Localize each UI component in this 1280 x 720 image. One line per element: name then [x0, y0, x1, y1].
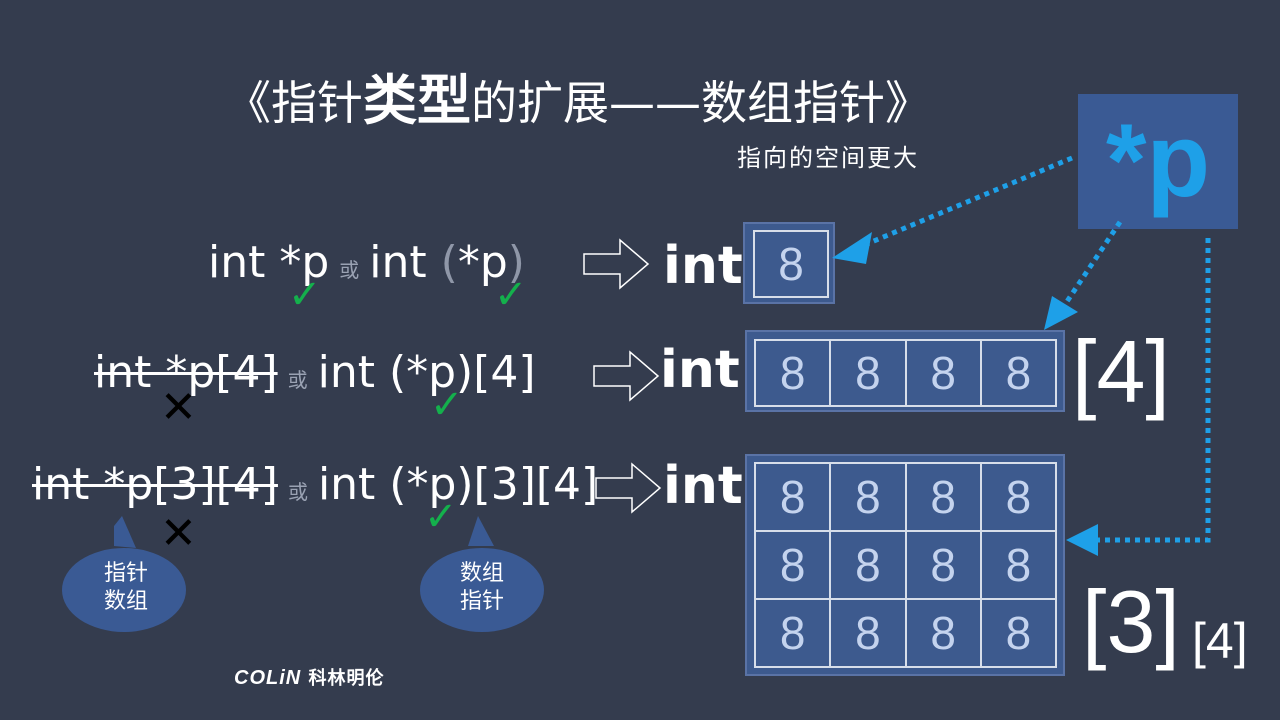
array4-grid: 8 8 8 8 [754, 339, 1057, 407]
array4-box: 8 8 8 8 [745, 330, 1065, 412]
cell: 8 [905, 599, 981, 667]
logo-brand: COLiN [234, 667, 302, 689]
row3-or: 或 [287, 480, 308, 504]
pointer-arrow-line [1061, 220, 1123, 308]
single-cell-grid: 8 [753, 230, 829, 298]
row3-int-label: int [663, 456, 743, 516]
row1-left: int *p [208, 237, 330, 288]
bubble-line: 数组 [459, 561, 504, 586]
cell: 8 [830, 340, 906, 406]
check-mark-icon: ✓ [424, 494, 458, 540]
row1-expression: int *p 或 int (*p) [208, 238, 525, 295]
speech-bubble-shape [420, 516, 544, 632]
row1-right-mid: *p [457, 237, 508, 288]
speech-bubble-shape [62, 516, 186, 632]
dim-4-label: [4] [1072, 322, 1170, 421]
cell: 8 [830, 599, 906, 667]
cross-mark-icon: ✕ [160, 508, 197, 559]
row1-paren-open: ( [440, 237, 458, 288]
row1-or: 或 [339, 258, 360, 282]
row3-left-struck: int *p[3][4] [32, 459, 278, 510]
dim-4-small-label: [4] [1192, 613, 1248, 669]
cell: 8 [980, 340, 1056, 406]
pointer-arrow-line [1098, 238, 1211, 543]
bubble-line: 数组 [103, 589, 148, 614]
title-open: 《指针 [225, 76, 363, 130]
array3x4-grid: 8 8 8 8 8 8 8 8 8 8 8 8 [754, 462, 1057, 668]
check-mark-icon: ✓ [288, 272, 322, 318]
arrow-head-icon [832, 232, 872, 264]
cross-mark-icon: ✕ [160, 382, 197, 433]
outline-arrow-icon [595, 462, 662, 514]
slide-title: 《指针类型的扩展——数组指针》 [225, 66, 985, 136]
cell: 8 [755, 531, 831, 599]
check-mark-icon: ✓ [430, 382, 464, 428]
brand-logo: COLiN 科林明伦 [234, 664, 385, 690]
cell: 8 [905, 340, 981, 406]
check-mark-icon: ✓ [494, 272, 528, 318]
bubble-line: 指针 [459, 589, 504, 614]
logo-cn: 科林明伦 [308, 668, 385, 689]
arrow-head-icon [1066, 524, 1098, 556]
title-close: 的扩展——数组指针》 [471, 76, 931, 130]
row1-int-label: int [663, 236, 743, 296]
outline-arrow-icon [583, 238, 650, 290]
cell: 8 [905, 463, 981, 531]
row2-expression: int *p[4] 或 int (*p)[4] [94, 348, 536, 405]
row1-right-prefix: int [369, 237, 441, 288]
cell: 8 [980, 599, 1056, 667]
cell: 8 [830, 463, 906, 531]
outline-arrow-icon [593, 350, 660, 402]
subtitle: 指向的空间更大 [737, 144, 919, 172]
bubble-array-pointer: 数组 指针 [444, 560, 520, 616]
title-bold: 类型 [363, 69, 471, 132]
row2-or: 或 [287, 368, 308, 392]
arrow-head-icon [1044, 296, 1078, 330]
row2-left-struck: int *p[4] [94, 347, 278, 398]
cell: 8 [755, 463, 831, 531]
pointer-arrow-line [861, 155, 1073, 249]
single-int-box: 8 [743, 222, 835, 304]
cell: 8 [980, 463, 1056, 531]
pointer-p-box: *p [1078, 94, 1238, 229]
array3x4-box: 8 8 8 8 8 8 8 8 8 8 8 8 [745, 454, 1065, 676]
bubble-pointer-array: 指针 数组 [88, 560, 164, 616]
bubble-line: 指针 [103, 561, 148, 586]
cell: 8 [980, 531, 1056, 599]
cell: 8 [755, 599, 831, 667]
cell: 8 [830, 531, 906, 599]
row2-int-label: int [660, 340, 740, 400]
cell: 8 [754, 231, 828, 297]
row3-right: int (*p)[3][4] [317, 459, 599, 510]
row2-right: int (*p)[4] [317, 347, 536, 398]
dim-3-label: [3] [1082, 572, 1180, 671]
row3-expression: int *p[3][4] 或 int (*p)[3][4] [32, 460, 598, 517]
cell: 8 [755, 340, 831, 406]
cell: 8 [905, 531, 981, 599]
row1-paren-close: ) [507, 237, 525, 288]
